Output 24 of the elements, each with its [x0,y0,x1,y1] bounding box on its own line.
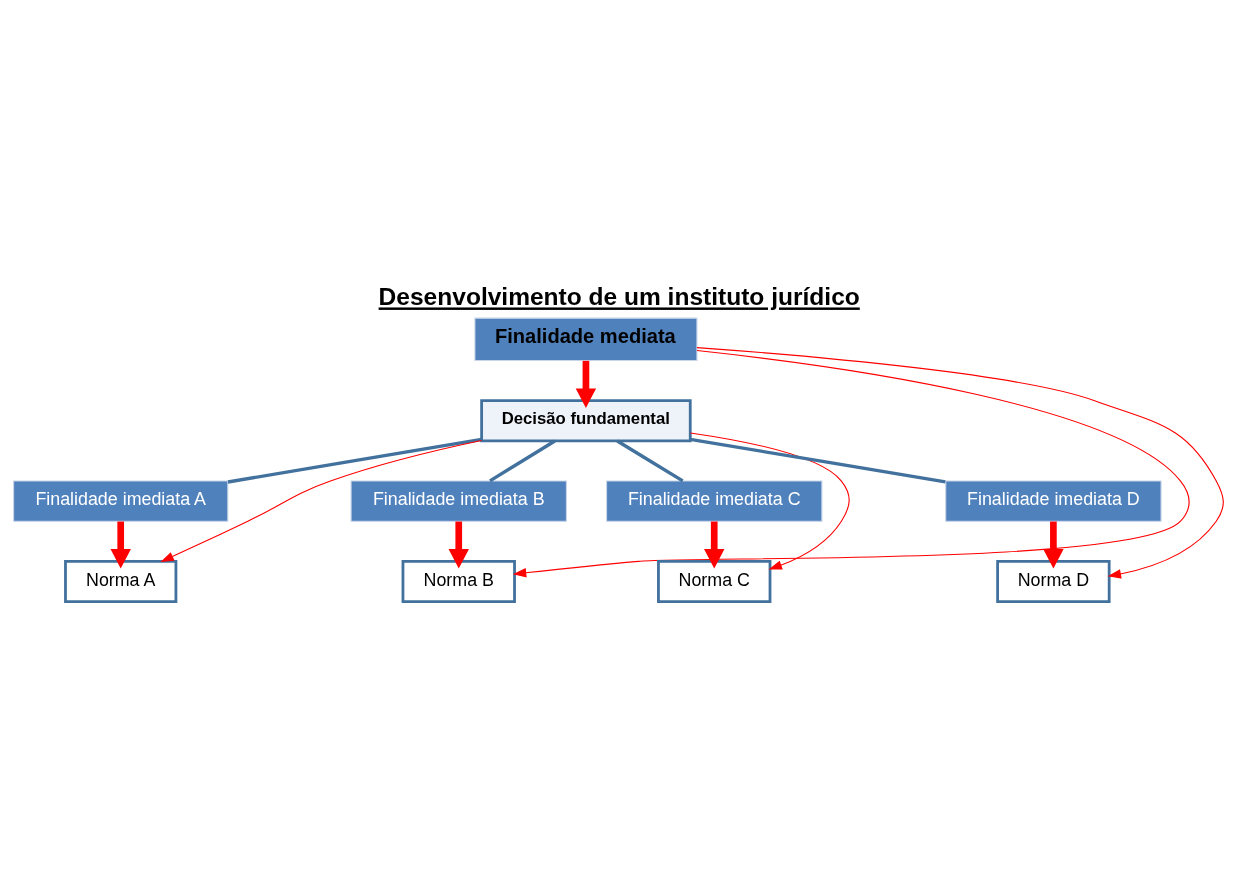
arrow [512,349,1190,577]
arrow [696,346,1224,579]
node-box: Decisão fundamental [480,398,692,442]
connector [689,437,946,484]
arrow [448,521,469,568]
arrow [575,360,597,408]
node-box: Norma A [64,559,178,603]
node-box: Norma C [657,559,772,603]
node-box: Finalidade imediata B [350,480,567,522]
diagram-title: Desenvolvimento de um instituto jurídico [378,282,860,310]
arrow [110,521,131,568]
node-box: Finalidade mediata [474,317,698,361]
arrow [704,521,725,568]
connector [616,439,684,482]
arrow [1043,521,1064,568]
node-box: Finalidade imediata A [13,480,229,522]
node-box: Norma B [401,559,516,603]
connector [489,439,556,482]
node-box: Finalidade imediata C [606,480,823,522]
arrow [689,431,850,570]
node-box: Finalidade imediata D [945,480,1162,522]
arrow [160,439,483,562]
node-box: Norma D [996,559,1111,603]
connector [227,437,482,484]
